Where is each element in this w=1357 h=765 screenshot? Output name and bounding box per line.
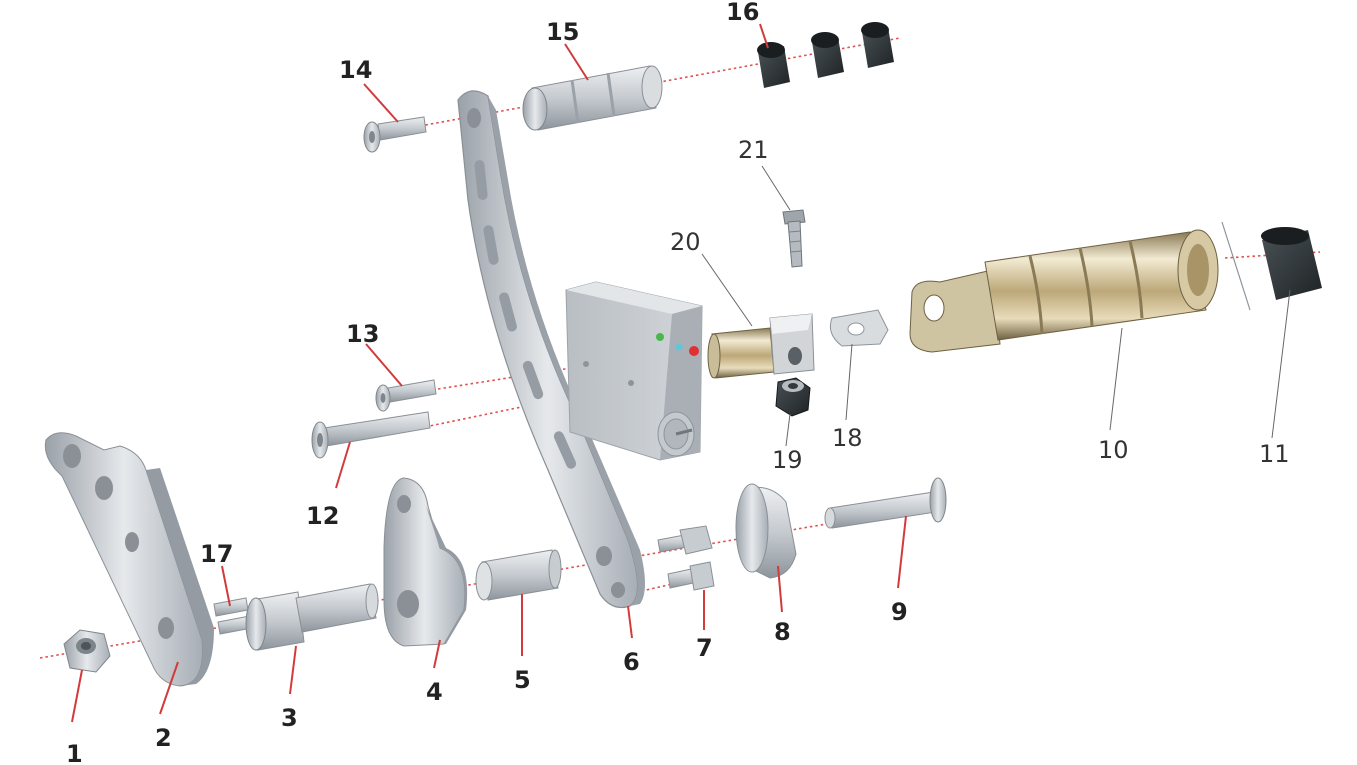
callout-14: 14	[339, 56, 372, 84]
callout-5: 5	[514, 666, 531, 694]
leader-18	[845, 343, 853, 421]
callout-labels: 1 2 3 4 5 6 7 8 9 10 11 12 13 14 15 16 1…	[66, 0, 1290, 765]
leader-4	[433, 639, 441, 669]
leader-19	[785, 413, 791, 447]
callout-17: 17	[200, 540, 233, 568]
callout-10: 10	[1098, 436, 1129, 464]
callout-11: 11	[1259, 440, 1290, 468]
leader-8	[777, 565, 783, 613]
part-19-nut[interactable]	[775, 377, 811, 417]
leader-15	[564, 43, 589, 81]
callout-21: 21	[738, 136, 769, 164]
part-15-spacer[interactable]	[522, 65, 663, 131]
part-5-sleeve[interactable]	[475, 549, 562, 601]
leader-2	[159, 661, 179, 715]
callout-16: 16	[726, 0, 759, 26]
leader-9	[897, 515, 907, 589]
leader-16	[759, 23, 769, 49]
leader-21	[761, 165, 791, 211]
leader-10	[1109, 327, 1123, 431]
leader-11	[1271, 289, 1291, 439]
part-20-clevis[interactable]	[707, 313, 815, 379]
leader-12	[335, 441, 351, 489]
part-1-nut[interactable]	[63, 629, 111, 673]
callout-13: 13	[346, 320, 379, 348]
callout-18: 18	[832, 424, 863, 452]
part-21-bolt[interactable]	[782, 209, 806, 268]
leader-lines-thin	[701, 165, 1291, 447]
part-11-rubber-cap[interactable]	[1221, 221, 1322, 311]
callout-6: 6	[623, 648, 640, 676]
leader-6	[627, 605, 633, 639]
part-10-footpeg[interactable]	[909, 229, 1219, 353]
callout-20: 20	[670, 228, 701, 256]
part-4-bracket[interactable]	[383, 477, 468, 647]
leader-13	[365, 343, 403, 387]
callout-1: 1	[66, 740, 83, 765]
part-17-pins[interactable]	[213, 597, 253, 635]
part-9-pin[interactable]	[824, 477, 947, 529]
leader-17	[221, 565, 231, 607]
part-2-base-plate[interactable]	[44, 432, 214, 687]
part-3-shaft[interactable]	[245, 583, 379, 651]
callout-7: 7	[696, 634, 713, 662]
switch-box[interactable]	[565, 281, 703, 461]
leader-20	[701, 253, 753, 327]
leader-3	[289, 645, 297, 695]
leader-lines	[71, 23, 907, 723]
part-6-lever-arm[interactable]	[457, 90, 645, 609]
leader-14	[363, 83, 399, 123]
callout-8: 8	[774, 618, 791, 646]
callout-4: 4	[426, 678, 443, 706]
callout-3: 3	[281, 704, 298, 732]
part-7-bolts[interactable]	[657, 525, 715, 591]
part-18-washer[interactable]	[829, 309, 889, 347]
part-13-pin[interactable]	[375, 379, 437, 412]
callout-9: 9	[891, 598, 908, 626]
part-8-cone[interactable]	[735, 483, 797, 579]
callout-15: 15	[546, 18, 579, 46]
callout-19: 19	[772, 446, 803, 474]
leader-1	[71, 669, 83, 723]
part-14-pin[interactable]	[363, 116, 427, 153]
part-12-pin[interactable]	[311, 411, 431, 459]
callout-2: 2	[155, 724, 172, 752]
callout-12: 12	[306, 502, 339, 530]
part-16-rubber-rings[interactable]	[757, 22, 894, 88]
